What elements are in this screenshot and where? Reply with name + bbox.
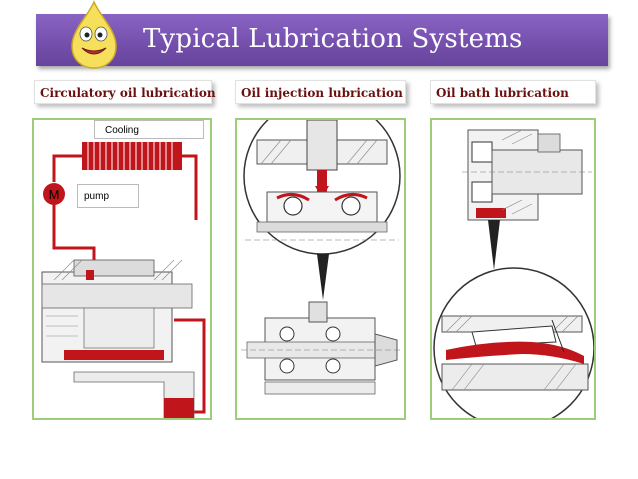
oil-bath-diagram-panel bbox=[430, 118, 596, 420]
magnified-oil-bath-detail bbox=[433, 267, 594, 418]
smiley-drop-icon bbox=[71, 0, 117, 69]
title-banner bbox=[36, 14, 608, 66]
section-label-circulatory: Circulatory oil lubrication bbox=[34, 80, 216, 104]
magnified-bearing-detail bbox=[243, 120, 401, 255]
pump-motor-icon: M bbox=[43, 183, 65, 205]
cooling-label: Cooling bbox=[94, 120, 204, 139]
detail-pointer bbox=[488, 220, 500, 270]
cooler-coil bbox=[82, 142, 182, 170]
oil-injection-diagram-panel bbox=[235, 118, 406, 420]
oil-bath-diagram bbox=[433, 129, 594, 418]
detail-pointer bbox=[317, 254, 329, 300]
circulatory-diagram-panel: M bbox=[32, 118, 212, 420]
oil-injection-diagram bbox=[241, 120, 403, 395]
page-title: Typical Lubrication Systems bbox=[143, 24, 523, 54]
pump-label: pump bbox=[77, 184, 139, 208]
spindle-bearing-assembly bbox=[241, 301, 403, 395]
bearing-housing bbox=[41, 259, 195, 418]
section-label-oil-bath: Oil bath lubrication bbox=[430, 80, 596, 104]
oil-piping bbox=[52, 154, 206, 414]
circulatory-diagram: M bbox=[41, 142, 206, 418]
oil-bath-bearing-assembly bbox=[462, 129, 592, 221]
section-label-oil-injection: Oil injection lubrication bbox=[235, 80, 406, 104]
svg-text:M: M bbox=[49, 187, 60, 202]
